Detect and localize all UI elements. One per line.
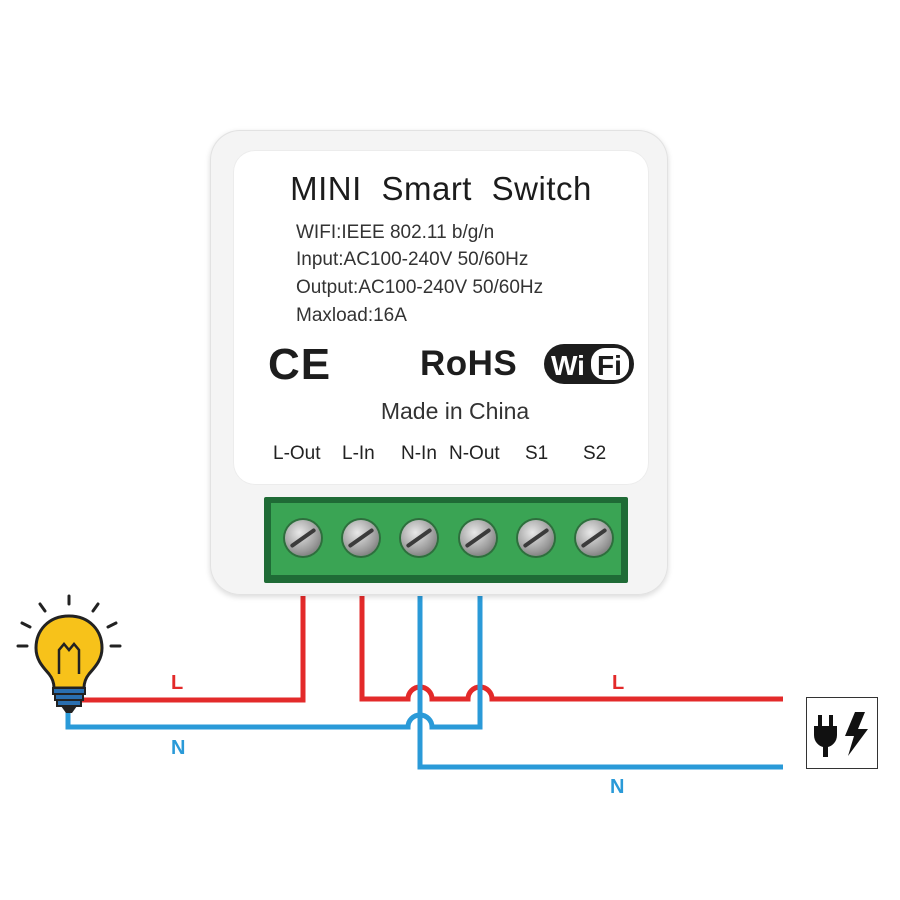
live-wire-right — [359, 596, 783, 702]
wifi-logo-left-text: Wi — [551, 350, 585, 381]
power-plug-icon — [814, 712, 868, 757]
spec-input: Input:AC100-240V 50/60Hz — [296, 249, 529, 270]
light-bulb-icon — [16, 594, 122, 713]
screw-n-in — [401, 520, 437, 556]
terminal-label-l-in: L-In — [342, 443, 375, 464]
device-title: MINI Smart Switch — [290, 170, 592, 207]
spec-maxload: Maxload:16A — [296, 305, 407, 326]
wifi-logo-right-text: Fi — [597, 350, 622, 381]
wifi-logo-icon: Wi Fi — [544, 344, 634, 384]
neutral-wire-right — [417, 596, 783, 770]
screw-l-out — [285, 520, 321, 556]
label-panel — [233, 150, 649, 485]
neutral-label-right: N — [610, 776, 625, 798]
power-source-box — [806, 697, 878, 769]
screw-s2 — [576, 520, 612, 556]
terminal-label-s2: S2 — [583, 443, 607, 464]
terminal-label-l-out: L-Out — [273, 443, 321, 464]
terminal-block-face — [271, 503, 621, 575]
live-label-right: L — [612, 672, 625, 694]
spec-wifi: WIFI:IEEE 802.11 b/g/n — [296, 222, 495, 243]
rohs-mark: RoHS — [420, 344, 518, 383]
ce-mark: CE — [268, 340, 332, 389]
screw-l-in — [343, 520, 379, 556]
screw-n-out — [460, 520, 496, 556]
live-label-left: L — [171, 672, 184, 694]
live-wire-left — [80, 596, 306, 703]
neutral-label-left: N — [171, 737, 186, 759]
terminal-label-s1: S1 — [525, 443, 549, 464]
terminal-label-n-out: N-Out — [449, 443, 500, 464]
terminal-label-n-in: N-In — [401, 443, 437, 464]
made-in-label: Made in China — [380, 398, 530, 424]
spec-output: Output:AC100-240V 50/60Hz — [296, 277, 544, 298]
screw-s1 — [518, 520, 554, 556]
